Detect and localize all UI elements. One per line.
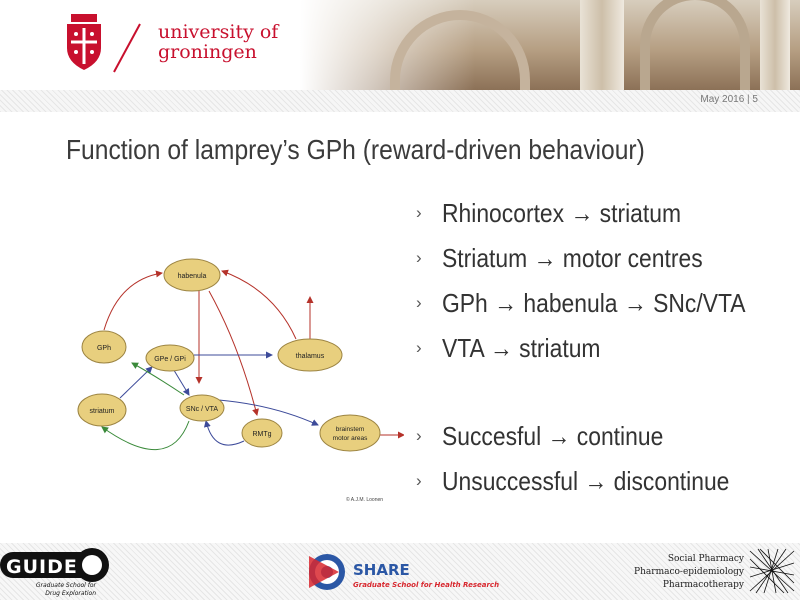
node-striatum: striatum xyxy=(77,393,127,427)
bullet-item: › VTA → striatum xyxy=(416,330,787,375)
share-logo-text: SHARE xyxy=(353,561,410,579)
unit-pharmacotherapy: Pharmacotherapy xyxy=(662,580,744,590)
guide-sub-line2: Drug Exploration xyxy=(45,590,96,597)
node-gph: GPh xyxy=(81,330,127,364)
bullet-marker: › xyxy=(416,471,422,490)
header-pattern-strip xyxy=(0,90,800,112)
node-snc-vta: SNc / VTA xyxy=(179,394,225,422)
building-photo xyxy=(300,0,800,90)
arrow-rmtg-snc xyxy=(203,420,245,446)
node-rmtg-label: RMTg xyxy=(252,431,271,438)
bullet-marker: › xyxy=(416,203,422,222)
university-name: university of groningen xyxy=(158,22,278,62)
bullet-text: Striatum → motor centres xyxy=(442,243,703,273)
footer-band xyxy=(0,543,800,600)
unit-social-pharmacy: Social Pharmacy xyxy=(667,554,744,564)
guide-logo: GUIDE Graduate School for Drug Explorati… xyxy=(0,548,109,597)
arrow-snc-gpe xyxy=(131,362,185,396)
bullet-item: › Rhinocortex → striatum xyxy=(416,195,787,240)
university-shield-icon xyxy=(67,14,101,70)
university-name-line2: groningen xyxy=(158,41,257,63)
bullet-text: VTA → striatum xyxy=(442,333,601,363)
bullet-item: › Unsuccessful → discontinue xyxy=(416,463,787,508)
bullet-marker: › xyxy=(416,338,422,357)
arrow-gph-habenula xyxy=(103,270,163,331)
unit-pharmaco-epidemiology: Pharmaco-epidemiology xyxy=(634,567,744,577)
arrow-striatum-gpe xyxy=(119,366,153,399)
arrow-snc-striatum xyxy=(101,420,190,450)
bullet-text: Rhinocortex → striatum xyxy=(442,198,682,228)
node-habenula: habenula xyxy=(163,258,221,292)
slide-date-page: May 2016 | 5 xyxy=(700,94,758,105)
diagram-credit: © A.J.M. Loonen xyxy=(346,496,383,503)
bullet-list: › Rhinocortex → striatum › Striatum → moto… xyxy=(416,195,787,508)
node-gpe-label: GPe / GPi xyxy=(154,356,186,363)
bullet-item: › GPh → habenula → SNc/VTA xyxy=(416,285,787,330)
bullet-text: GPh → habenula → SNc/VTA xyxy=(442,288,746,318)
building-pillar xyxy=(580,0,624,90)
node-rmtg: RMTg xyxy=(241,418,283,448)
node-brainstem-label1: brainstem xyxy=(336,426,365,433)
university-name-line1: university of xyxy=(158,21,279,43)
pharmacy-units: Social Pharmacy Pharmaco-epidemiology Ph… xyxy=(634,553,744,592)
node-thalamus-label: thalamus xyxy=(296,353,325,360)
node-striatum-label: striatum xyxy=(90,408,115,415)
bullet-text: Unsuccessful → discontinue xyxy=(442,466,730,496)
bullet-marker: › xyxy=(416,293,422,312)
arrow-thalamus-habenula xyxy=(221,269,297,340)
node-gph-label: GPh xyxy=(97,345,111,352)
bullet-item: › Striatum → motor centres xyxy=(416,240,787,285)
bullet-item: › Succesful → continue xyxy=(416,418,787,463)
bullet-text: Succesful → continue xyxy=(442,421,664,451)
node-brainstem: brainstem motor areas xyxy=(319,414,381,452)
logo-slash xyxy=(113,23,141,73)
share-logo: SHARE Graduate School for Health Researc… xyxy=(309,554,499,590)
bullet-marker: › xyxy=(416,426,422,445)
guide-sub-line1: Graduate School for xyxy=(36,582,97,589)
building-pillar xyxy=(760,0,790,90)
slide-title: Function of lamprey’s GPh (reward-driven… xyxy=(66,134,645,165)
bullet-spacer xyxy=(416,375,787,418)
network-logo-icon xyxy=(749,548,795,594)
node-habenula-label: habenula xyxy=(178,273,207,280)
building-arch xyxy=(390,10,530,90)
arrow-habenula-rmtg xyxy=(208,290,259,416)
guide-logo-text: GUIDE xyxy=(6,556,78,578)
arrow-gpe-snc xyxy=(171,366,190,396)
bullet-marker: › xyxy=(416,248,422,267)
building-arch xyxy=(640,0,750,90)
node-thalamus: thalamus xyxy=(277,338,343,372)
node-gpe-gpi: GPe / GPi xyxy=(145,344,195,372)
pathway-diagram: habenula GPh GPe / GPi thalamus striatum… xyxy=(77,258,404,503)
header-banner: university of groningen xyxy=(0,0,800,90)
node-snc-label: SNc / VTA xyxy=(186,406,218,413)
node-brainstem-label2: motor areas xyxy=(333,435,368,442)
share-logo-sub: Graduate School for Health Research xyxy=(353,581,499,589)
arrow-snc-brainstem xyxy=(218,399,319,426)
